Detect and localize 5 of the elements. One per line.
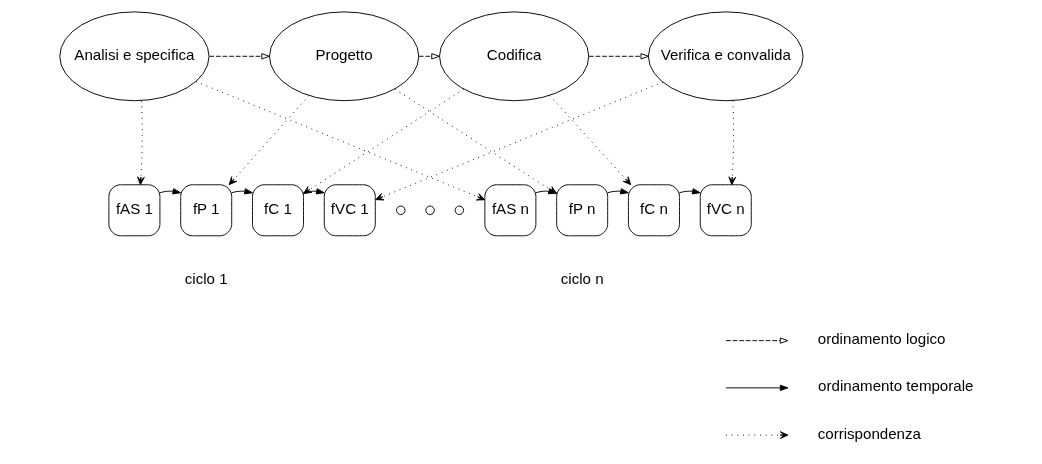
legend-label: ordinamento logico bbox=[817, 330, 946, 348]
legend-label: corrispondenza bbox=[817, 424, 921, 442]
label: ciclo 1 bbox=[184, 269, 228, 287]
label: ciclo n bbox=[560, 269, 604, 287]
legend-label: ordinamento temporale bbox=[818, 377, 974, 395]
